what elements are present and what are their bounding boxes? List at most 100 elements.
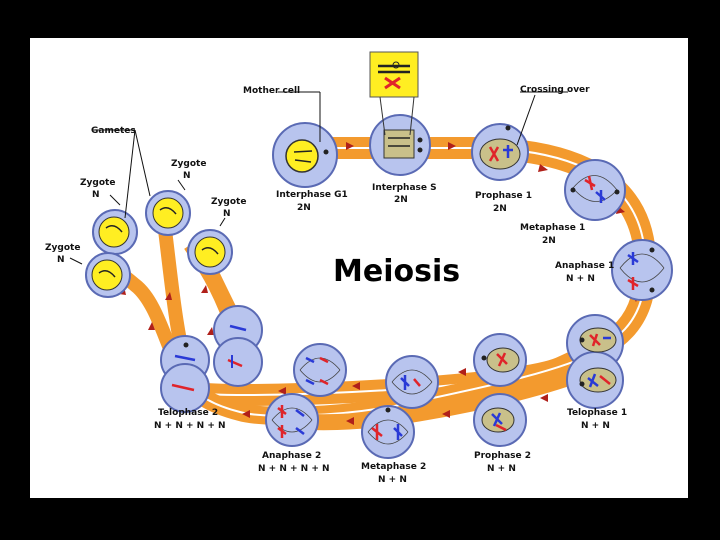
label-mother-cell: Mother cell [243,86,300,96]
label-zygote-3-ploidy: N [223,209,231,219]
label-prophase-2-ploidy: N + N [487,464,516,474]
arrow [165,292,172,300]
spindle [619,253,665,283]
label-telophase-1-ploidy: N + N [581,421,610,431]
pointer [69,257,83,265]
label-zygote-4: Zygote [45,243,80,253]
chromosome [595,190,606,203]
cell-metaphase-2-top [385,355,439,409]
nucleus [152,197,184,229]
cell-membrane [293,343,347,397]
cell-prophase-2-top [473,333,527,387]
arrow [352,382,360,390]
chromosome [293,150,313,153]
chromosome [413,378,421,387]
label-gametes: Gametes [91,126,136,136]
cell-prophase-1 [471,123,529,181]
chromosome [277,405,287,418]
chromosome [105,225,123,233]
centromere [392,61,400,69]
label-prophase-2: Prophase 2 [474,451,531,461]
label-zygote-1-ploidy: N [92,190,100,200]
chromosome [174,354,196,362]
nucleus [98,216,130,248]
diagram-title: Meiosis [333,254,460,289]
pointer-lines [69,91,568,265]
arrow [242,410,250,418]
chromosome [400,375,410,390]
chromosome [171,383,195,392]
centrosome [579,337,585,343]
cell-membrane [265,393,319,447]
label-interphase-s: Interphase S [372,183,437,193]
nucleus [285,139,319,173]
label-interphase-s-ploidy: 2N [394,195,408,205]
chromosome [319,378,329,386]
chromosome [305,356,315,364]
chromosome [627,252,639,265]
chromosome [584,175,596,191]
arrow [442,410,450,418]
spindle [367,419,409,445]
chromosome [295,409,305,417]
chromosome [599,375,611,385]
gametes [85,190,233,298]
cell-telophase-1 [566,314,624,409]
arrow [538,164,548,172]
label-telophase-2: Telophase 2 [158,408,218,418]
crossing-over-inset [369,51,419,136]
spindle [391,369,433,395]
centrosome [614,189,620,195]
nucleus [479,138,521,170]
centrosome [579,381,585,387]
chromosome [295,427,305,435]
pointer [516,94,536,146]
cell-metaphase-1 [564,159,626,221]
label-anaphase-2-ploidy: N + N + N + N [258,464,330,474]
label-metaphase-2-ploidy: N + N [378,475,407,485]
arrow [458,368,466,376]
centrosome [570,187,576,193]
pointer [219,217,226,227]
pointer [124,129,136,219]
label-interphase-g1: Interphase G1 [276,190,348,200]
cell-membrane [564,159,626,221]
label-prophase-1: Prophase 1 [475,191,532,201]
cell-membrane [385,355,439,409]
label-metaphase-1: Metaphase 1 [520,223,585,233]
chromosome [319,356,329,364]
chromosome [227,358,243,368]
cell-metaphase-2 [361,405,415,459]
chromosome [384,76,401,90]
arrow [448,142,456,150]
spindle [271,407,313,433]
arrow [278,387,286,395]
cell-membrane [213,337,263,387]
label-crossing-over: Crossing over [520,85,590,95]
nucleus [579,327,617,353]
label-metaphase-1-ploidy: 2N [542,236,556,246]
pointer [109,194,121,206]
chromosome [294,159,312,163]
centrosome [183,342,189,348]
label-zygote-2: Zygote [171,159,206,169]
arrow [148,322,155,330]
label-anaphase-1: Anaphase 1 [555,261,614,271]
arrow [346,142,354,150]
centrosome [385,407,391,413]
chromosome [589,333,601,347]
chromosome [201,247,219,255]
centrosome [417,147,423,153]
nucleus [194,236,226,268]
arrow [540,394,548,402]
chromosome [587,373,599,388]
label-interphase-g1-ploidy: 2N [297,203,311,213]
inset-pointer [379,96,386,136]
cell-anaphase-2 [265,393,319,447]
centrosome [649,287,655,293]
label-metaphase-2: Metaphase 2 [361,462,426,472]
inset-box [369,51,419,98]
cell-membrane [611,239,673,301]
centrosome [417,137,423,143]
